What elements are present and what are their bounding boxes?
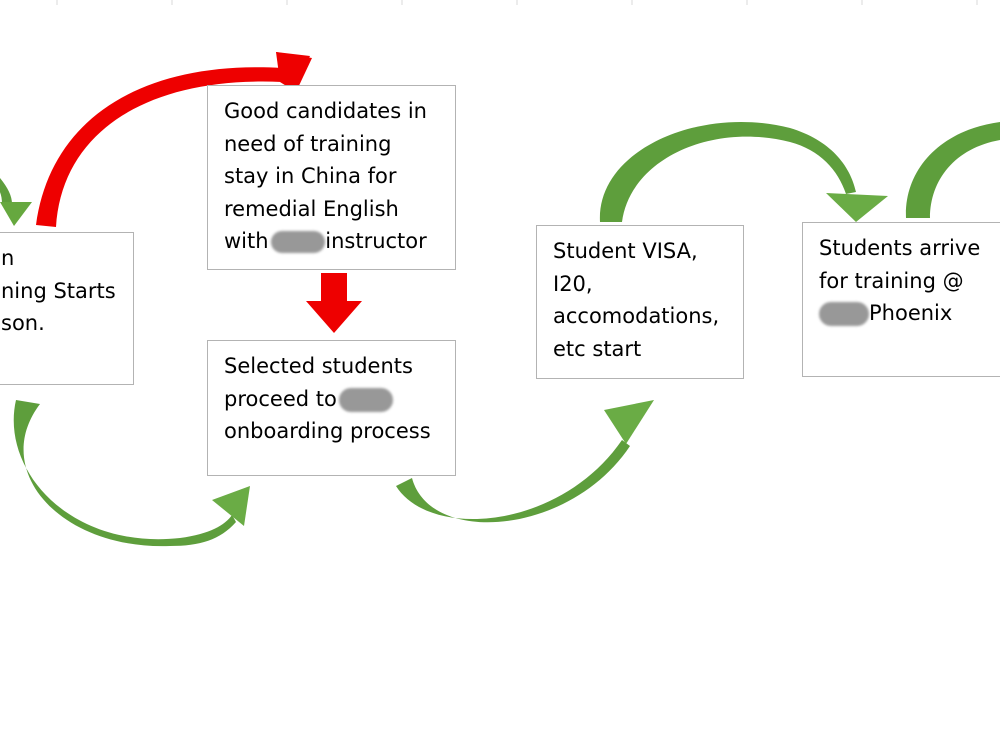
red-curved-arrow xyxy=(36,52,312,227)
students-arrive-line-2: for training @ xyxy=(819,268,964,293)
good-candidates-line-3: stay in China for xyxy=(224,164,397,188)
green-arrow-right-edge xyxy=(905,122,1000,218)
green-arrow-left-to-selected xyxy=(13,400,250,547)
students-arrive-line-1: Students arrive xyxy=(819,236,981,260)
red-down-arrow xyxy=(306,273,362,333)
green-arrow-left-top xyxy=(0,178,32,226)
student-visa-line-2: I20, xyxy=(553,271,593,296)
step-box-good-candidates: Good candidates in need of training stay… xyxy=(207,85,456,270)
green-arrow-selected-to-visa xyxy=(396,400,654,523)
step-box-left-partial: n ning Starts son. xyxy=(0,232,134,385)
step-box-student-visa: Student VISA, I20, accomodations, etc st… xyxy=(536,225,744,379)
left-box-line-3: son. xyxy=(1,311,45,335)
selected-students-line-2: proceed to xyxy=(224,383,455,416)
good-candidates-line-5-before: with xyxy=(224,229,269,253)
good-candidates-line-5: with instructor xyxy=(224,225,455,258)
students-arrive-line-3-after: Phoenix xyxy=(869,301,953,325)
good-candidates-line-4: remedial English xyxy=(224,196,399,221)
good-candidates-line-5-after: instructor xyxy=(325,229,427,253)
selected-students-line-3: onboarding process xyxy=(224,419,431,443)
top-gridlines xyxy=(56,0,978,5)
left-box-line-2: ning Starts xyxy=(1,278,116,303)
green-arrow-visa-to-arrive xyxy=(599,121,888,222)
redacted-location-blur xyxy=(819,302,869,326)
student-visa-line-1: Student VISA, xyxy=(553,239,698,263)
student-visa-line-4: etc start xyxy=(553,336,642,361)
selected-students-line-2-before: proceed to xyxy=(224,386,337,411)
selected-students-line-1: Selected students xyxy=(224,354,413,378)
students-arrive-line-3: Phoenix xyxy=(819,297,1000,330)
redacted-name-blur xyxy=(271,231,326,253)
left-box-line-1: n xyxy=(1,246,15,270)
step-box-students-arrive: Students arrive for training @ Phoenix xyxy=(802,222,1000,377)
good-candidates-line-1: Good candidates in xyxy=(224,99,427,123)
student-visa-line-3: accomodations, xyxy=(553,304,720,328)
good-candidates-line-2: need of training xyxy=(224,131,392,156)
redacted-company-blur xyxy=(338,387,393,412)
step-box-selected-students: Selected students proceed to onboarding … xyxy=(207,340,456,476)
